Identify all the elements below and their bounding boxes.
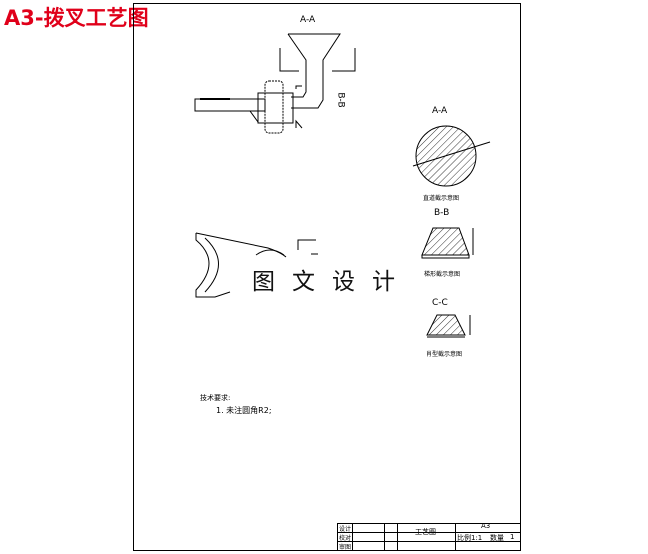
watermark: 图文设计 — [252, 269, 412, 295]
title-block — [337, 523, 521, 551]
note-item: 1. 未注圆角R2; — [216, 406, 272, 415]
tb-sheet-size: A3 — [481, 522, 491, 530]
section-bb-label: B-B — [434, 208, 450, 218]
drawing-border — [133, 3, 521, 551]
section-aa-caption: 直道截示意图 — [423, 195, 460, 202]
section-aa-label: A-A — [432, 106, 448, 116]
side-section-label: B-B — [335, 92, 346, 108]
section-aa — [412, 125, 491, 187]
section-bb-caption: 梯形截示意图 — [424, 271, 461, 278]
tb-row-design: 设计 — [339, 526, 352, 533]
drawing-title: A3-拨叉工艺图 — [4, 6, 149, 30]
tb-scale: 比例1:1 — [457, 534, 483, 542]
notes-heading: 技术要求: — [200, 394, 231, 402]
main-view — [194, 33, 356, 134]
tb-drawing-name: 工艺图 — [415, 528, 436, 536]
section-cc — [426, 314, 471, 338]
fork-view — [195, 232, 318, 298]
tb-row-check: 校对 — [339, 535, 352, 542]
tb-row-approve: 审图 — [339, 544, 352, 551]
main-section-label: A-A — [300, 15, 316, 25]
section-bb — [421, 227, 474, 259]
tb-qty: 1 — [510, 533, 515, 541]
tb-qty-label: 数量 — [490, 534, 504, 542]
section-cc-label: C-C — [432, 298, 448, 308]
section-cc-caption: 肖型截示意图 — [426, 351, 463, 358]
